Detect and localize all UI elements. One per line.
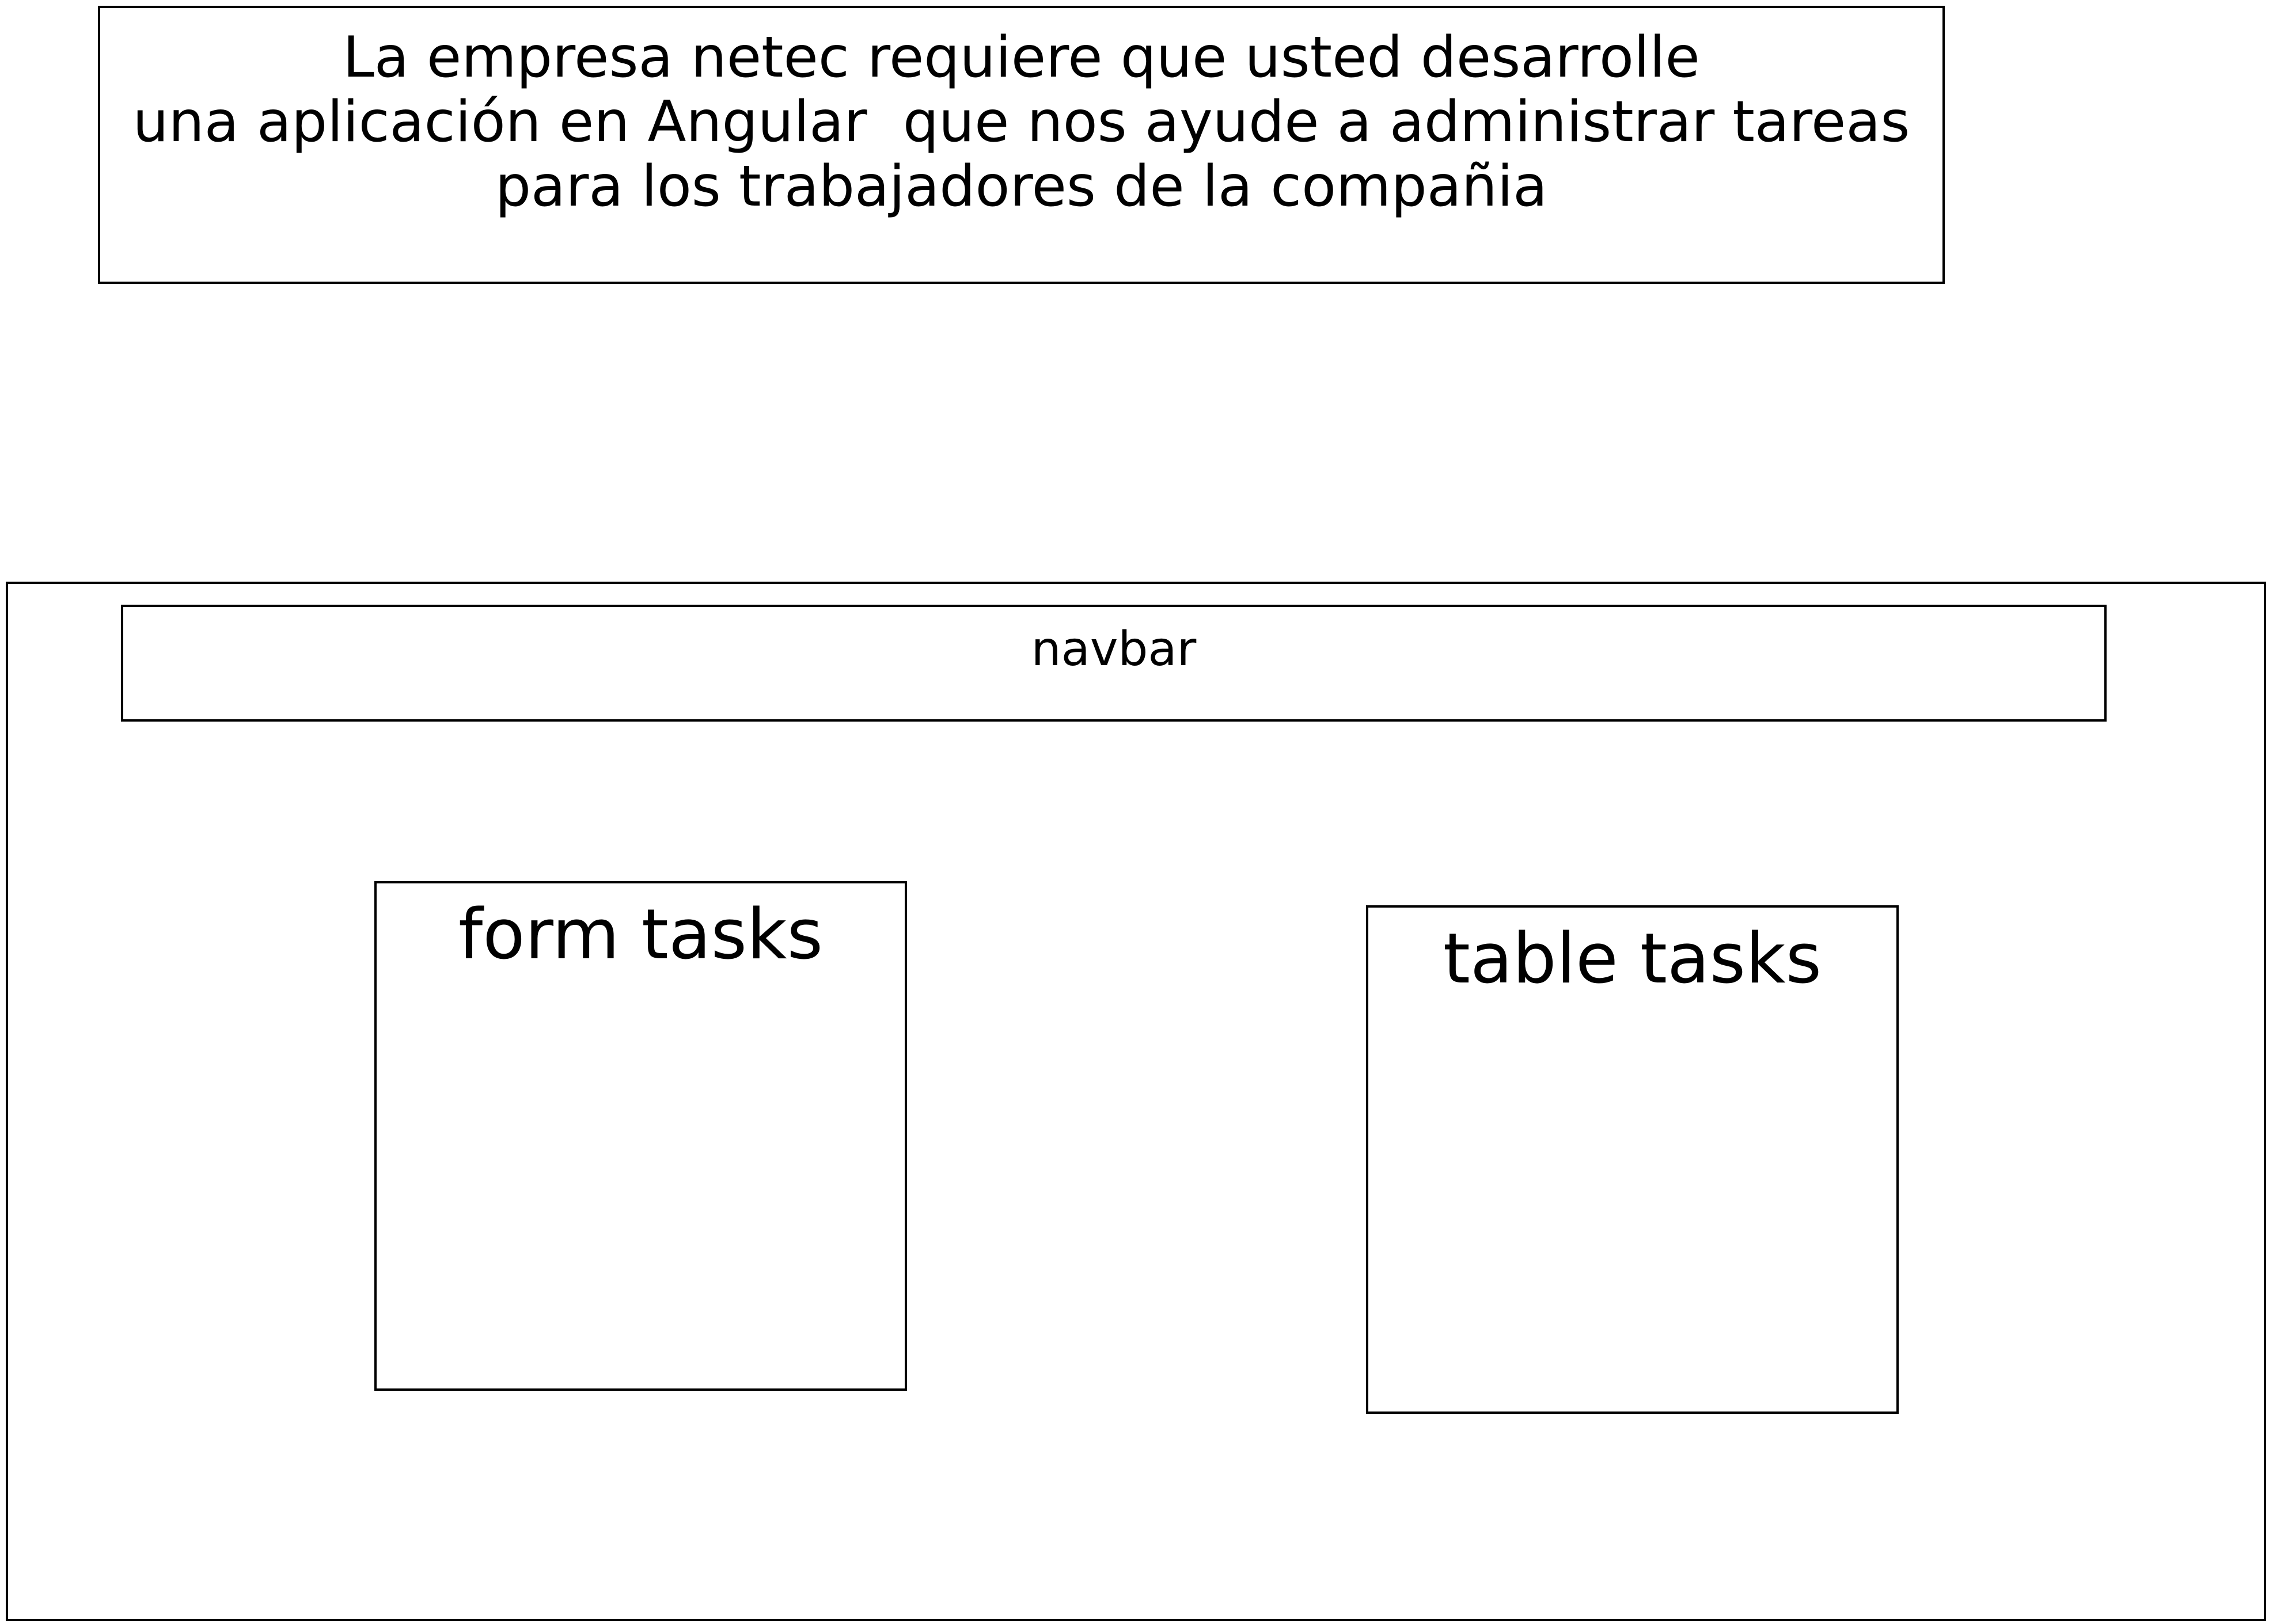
table-tasks-component-box: table tasks — [1366, 905, 1899, 1414]
app-layout-frame — [6, 582, 2266, 1621]
form-tasks-component-box: form tasks — [374, 881, 907, 1391]
table-tasks-label: table tasks — [1443, 919, 1822, 999]
navbar-label: navbar — [1031, 622, 1197, 677]
requirement-line-3: para los trabajadores de la compañia — [495, 154, 1548, 219]
requirement-description-box: La empresa netec requiere que usted desa… — [98, 6, 1945, 284]
requirement-line-2: una aplicación en Angular que nos ayude … — [132, 89, 1910, 155]
form-tasks-label: form tasks — [458, 895, 824, 975]
requirement-line-1: La empresa netec requiere que usted desa… — [343, 25, 1700, 90]
navbar-component-box: navbar — [121, 605, 2107, 722]
